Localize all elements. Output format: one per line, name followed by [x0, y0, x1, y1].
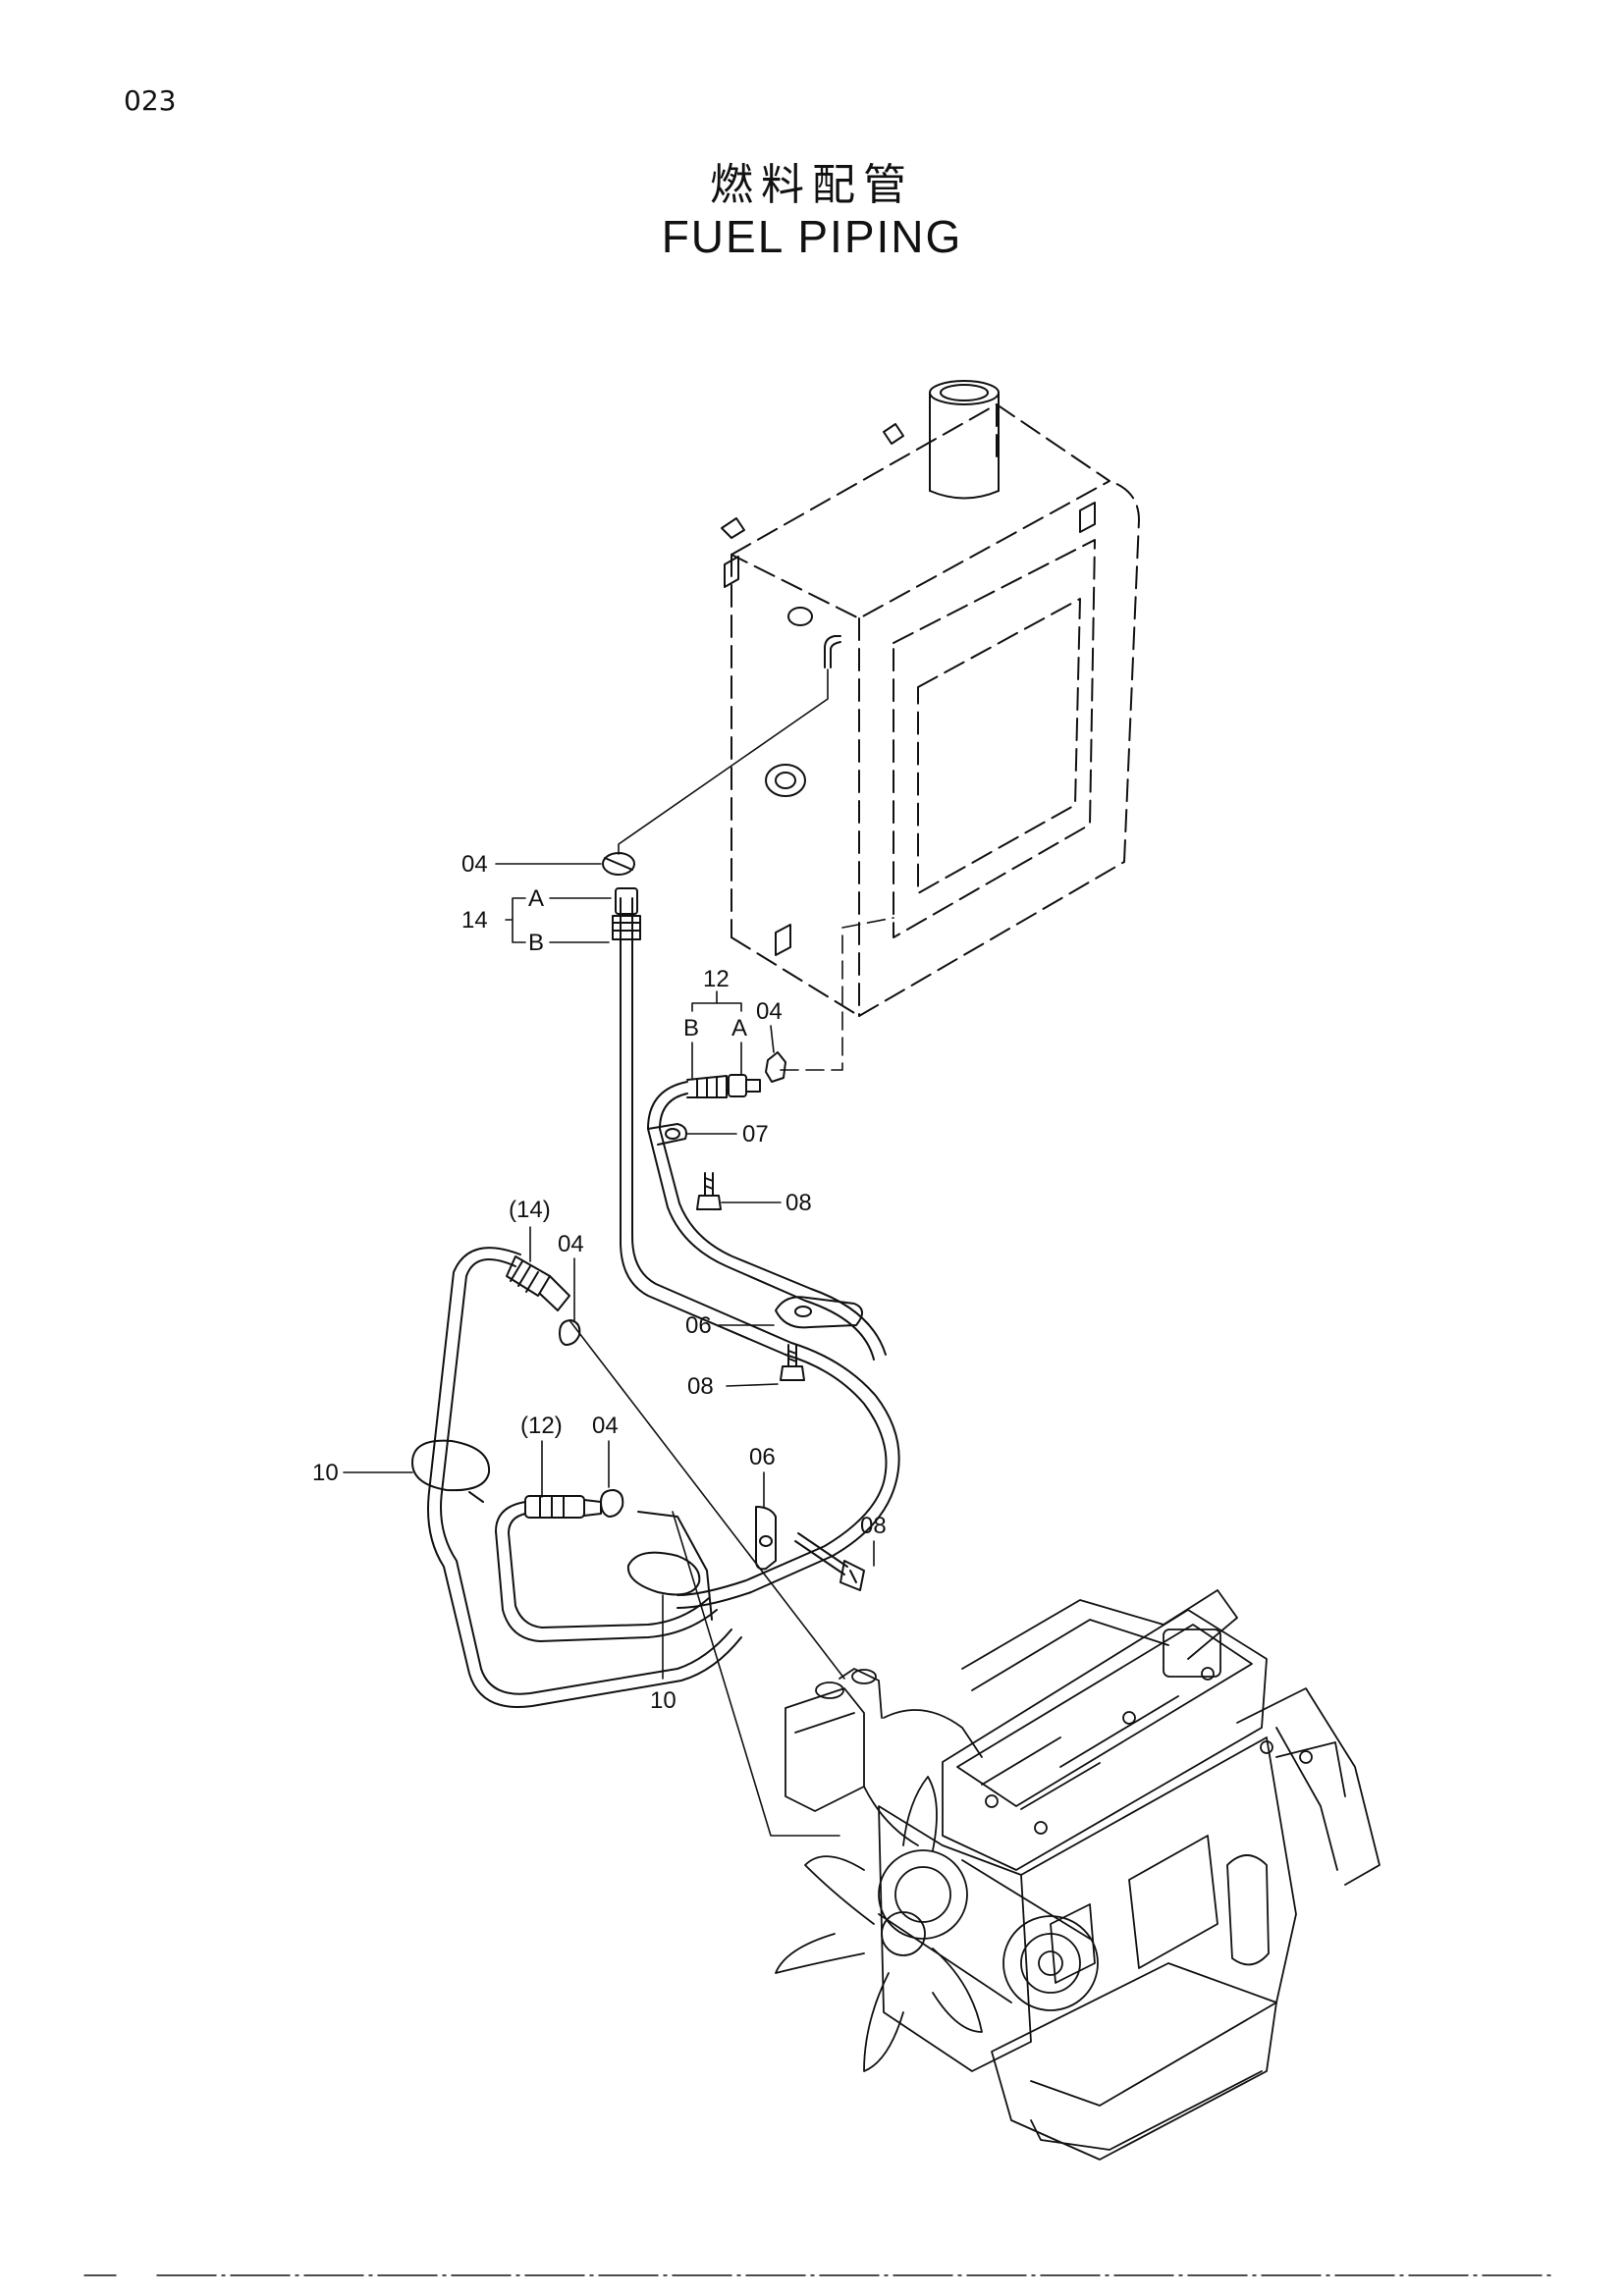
hose-14-engine-loop	[427, 1247, 742, 1708]
callout-12-ref: (12)	[520, 1413, 563, 1439]
clamps-and-bolts	[411, 1123, 865, 1596]
callout-08-top: 08	[785, 1190, 812, 1216]
callout-14-ref: (14)	[509, 1197, 551, 1223]
callout-07: 07	[742, 1121, 769, 1148]
callout-04-left: 04	[558, 1231, 584, 1257]
callout-14: 14	[461, 907, 488, 934]
callout-08-low: 08	[860, 1513, 887, 1539]
callout-08-mid: 08	[687, 1373, 714, 1400]
callout-06-low: 06	[749, 1444, 776, 1470]
callout-04-low: 04	[592, 1413, 619, 1439]
page-number: 023	[124, 84, 177, 117]
callout-04-top: 04	[461, 851, 488, 878]
callout-10-bottom: 10	[650, 1687, 677, 1714]
callout-leaders	[343, 863, 875, 1680]
hose-12-engine	[495, 1495, 718, 1642]
callout-12-a: A	[731, 1015, 747, 1041]
title-english: FUEL PIPING	[661, 211, 963, 262]
hose-14	[612, 887, 900, 1609]
callout-14-a: A	[528, 885, 544, 912]
callout-12-b: B	[683, 1015, 699, 1041]
hose-clamps-04	[559, 852, 786, 1518]
callout-12: 12	[703, 966, 730, 992]
fuel-tank	[721, 380, 1140, 1017]
leader-lines	[568, 668, 894, 1837]
callout-14-b: B	[528, 930, 544, 956]
callout-10-left: 10	[312, 1460, 339, 1486]
callout-04-mid: 04	[756, 998, 783, 1025]
hose-12	[647, 1074, 887, 1361]
callout-06-mid: 06	[685, 1312, 712, 1339]
title-japanese: 燃料配管	[710, 160, 914, 210]
callout-labels: 04 14 A B 12 B A 04 07 08 (14) 04 06 08 …	[312, 851, 887, 1714]
engine-assembly	[775, 1589, 1380, 2161]
